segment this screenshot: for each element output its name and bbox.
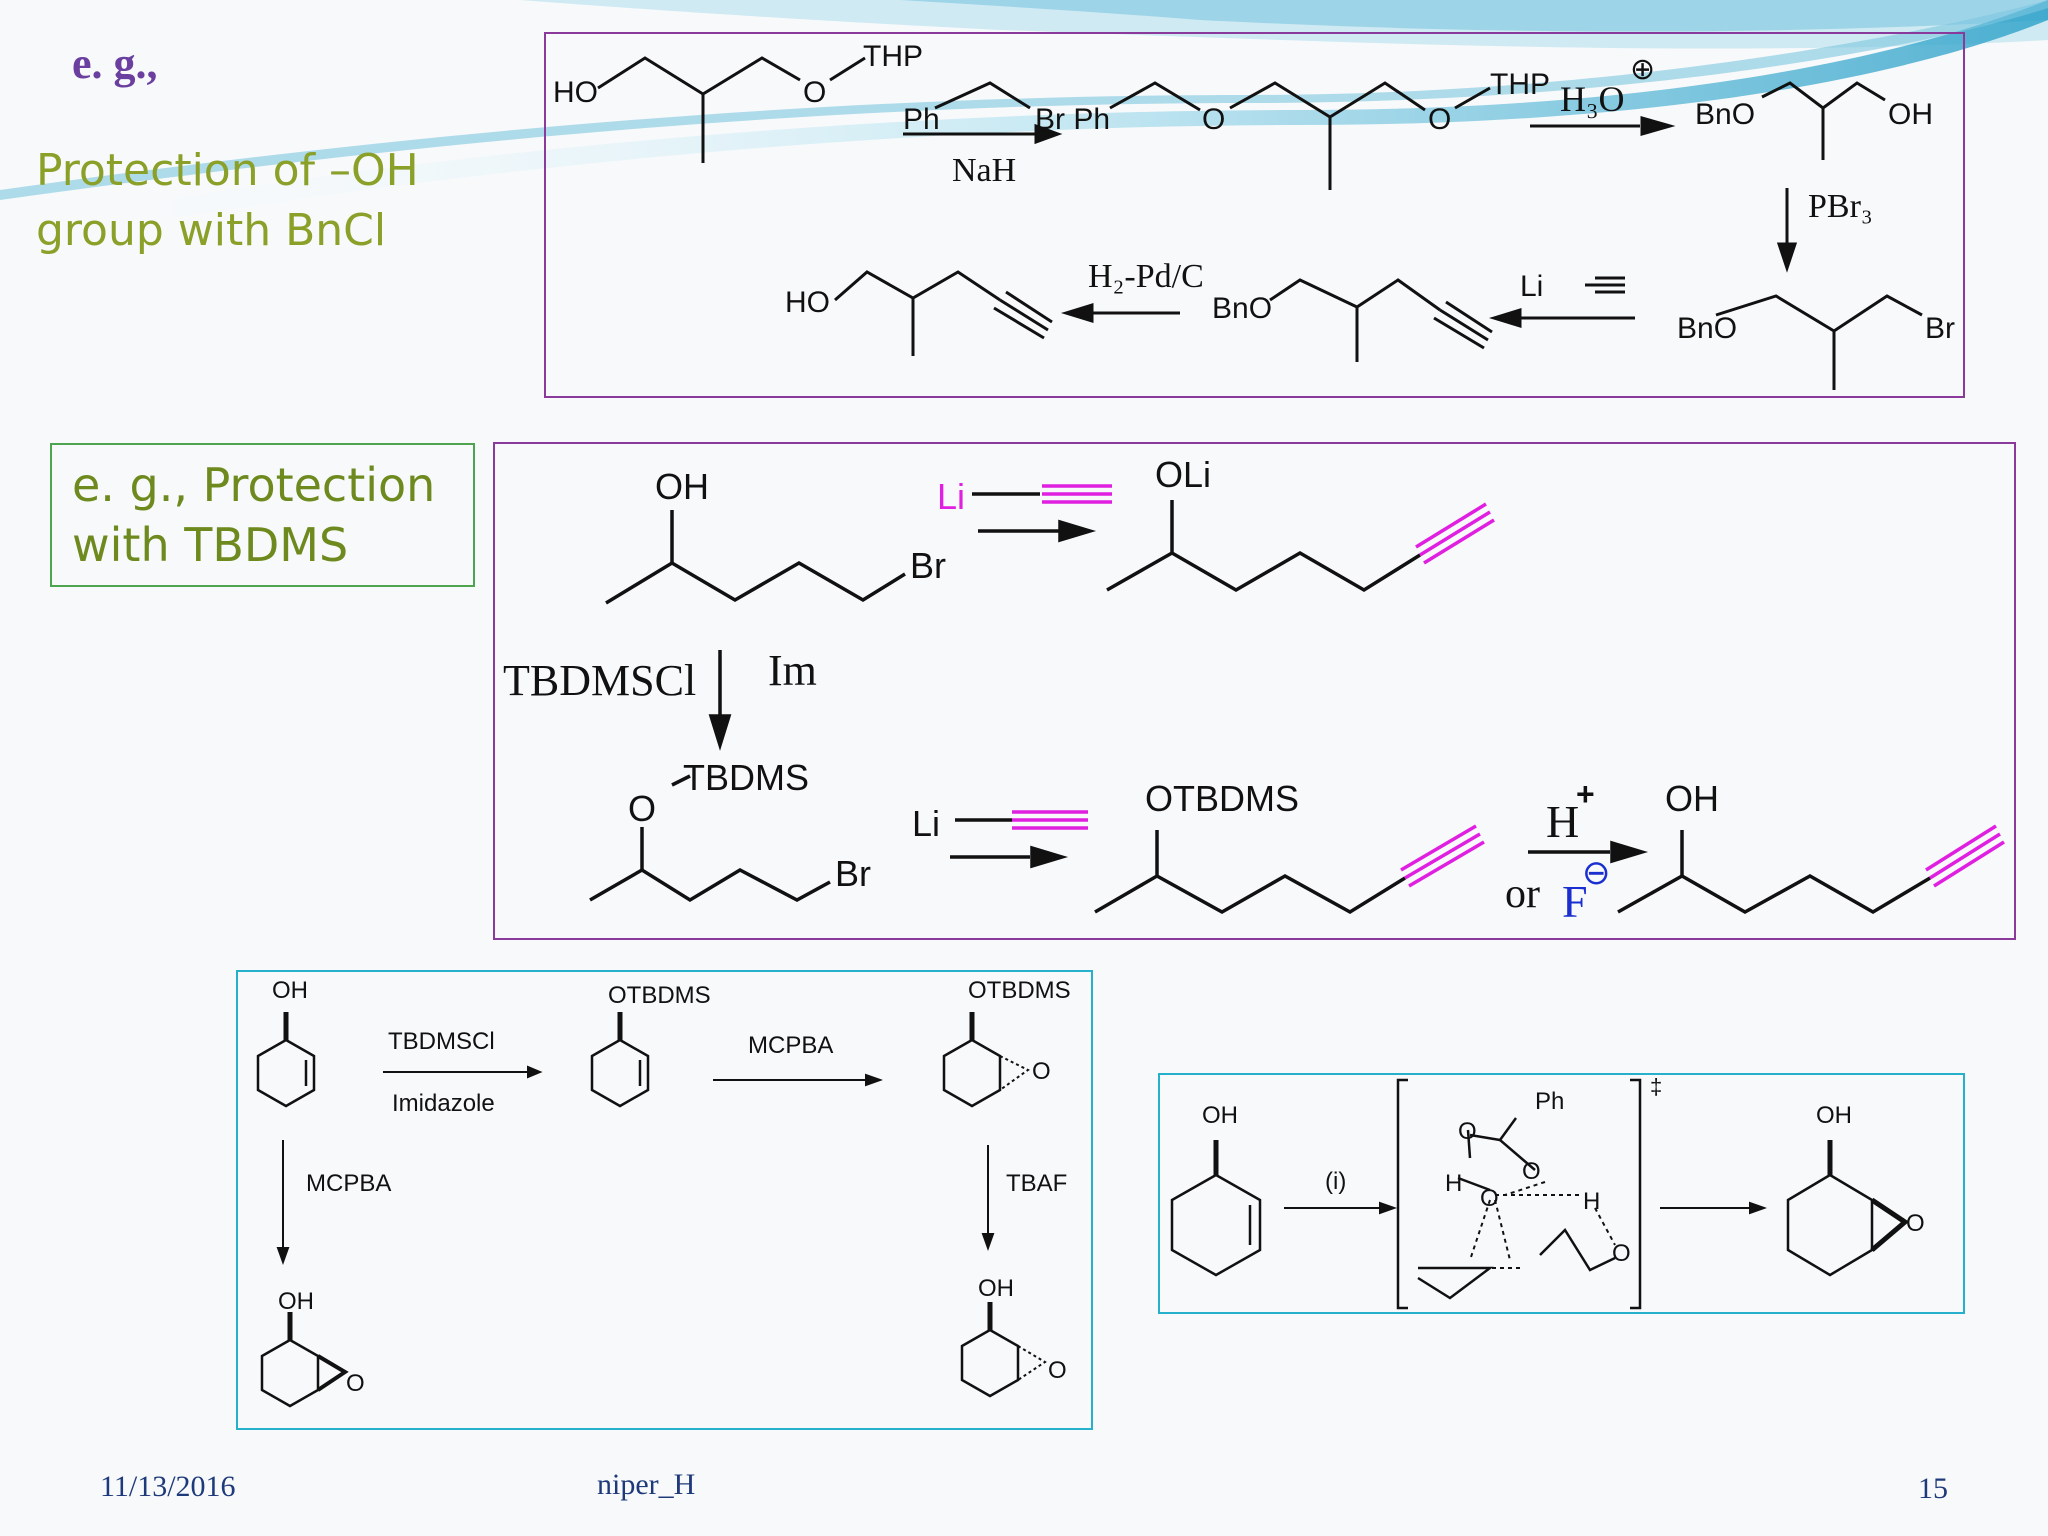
s2-TBDMS-b: TBDMS [683, 757, 809, 798]
s2-or: or [1505, 871, 1540, 917]
scheme-epoxidation-structures [236, 970, 1093, 1430]
s4-O-c: O [1480, 1185, 1499, 1212]
s2-Li-b: Li [912, 803, 941, 844]
s2-Im: Im [768, 646, 817, 695]
s1-O3: O [1428, 103, 1452, 136]
s3-MCPBA1: MCPBA [748, 1032, 834, 1059]
scheme-bn-protection [0, 0, 2048, 400]
s1-OH1: OH [1888, 98, 1933, 131]
tbdms-caption-line2: with TBDMS [72, 518, 349, 572]
s1-BnO1: BnO [1695, 98, 1756, 131]
s2-Li-a: Li [937, 476, 966, 517]
s2-O-b: O [628, 788, 657, 829]
scheme-tbdms-structures [493, 442, 2016, 940]
s1-O2: O [1202, 103, 1226, 136]
s2-F: F [1562, 876, 1588, 927]
s3-TBAF: TBAF [1006, 1170, 1068, 1197]
s1-H2PdC: H₂-Pd/C [1088, 258, 1204, 295]
s3-O-ep2: O [346, 1370, 365, 1397]
s1-Li: Li [1520, 270, 1544, 303]
s3-MCPBA2: MCPBA [306, 1170, 392, 1197]
s4-O-a: O [1458, 1118, 1477, 1145]
s4-cond: (i) [1325, 1168, 1347, 1195]
footer-author: niper_H [597, 1468, 696, 1501]
footer-page-number: 15 [1918, 1472, 1948, 1505]
s4-dagger: ‡ [1650, 1074, 1663, 1099]
s1-THP2: THP [1490, 68, 1550, 101]
s3-OTBDMS1: OTBDMS [608, 982, 711, 1009]
s1-O1: O [803, 76, 827, 109]
scheme-cyclohexenol-epoxidation [236, 970, 1093, 1430]
s3-Imidazole: Imidazole [392, 1090, 495, 1117]
heading-eg: e. g., [72, 39, 158, 88]
s4-H-b: H [1583, 1188, 1601, 1215]
s4-H-a: H [1445, 1170, 1463, 1197]
s1-Br: Br [1925, 312, 1955, 345]
s2-Hplus: H [1546, 796, 1580, 847]
s3-OH2: OH [278, 1288, 314, 1315]
s1-plus: ⊕ [1630, 53, 1656, 86]
s2-OLi: OLi [1155, 454, 1212, 495]
s4-O-d: O [1612, 1240, 1631, 1267]
s1-THP1: THP [863, 40, 923, 73]
s1-PBr3: PBr₃ [1808, 188, 1873, 225]
s4-O-ep: O [1906, 1210, 1925, 1237]
s3-O-ep1: O [1032, 1058, 1051, 1085]
s2-Br-b: Br [835, 853, 871, 894]
s3-OH3: OH [978, 1275, 1014, 1302]
s3-TBDMSCl: TBDMSCl [388, 1028, 495, 1055]
s2-minus: ⊖ [1582, 854, 1611, 892]
s2-plus-sup: + [1576, 776, 1595, 812]
s1-HO: HO [553, 76, 598, 109]
tbdms-caption-line1: e. g., Protection [72, 458, 436, 512]
s2-OTBDMS: OTBDMS [1145, 778, 1300, 819]
s3-OH1: OH [272, 977, 308, 1004]
s4-OH1: OH [1202, 1102, 1238, 1129]
s4-OH2: OH [1816, 1102, 1852, 1129]
s2-Br-a: Br [910, 545, 946, 586]
scheme-tbdms-protection [493, 442, 2016, 940]
caption-bn-line2: group with BnCl [36, 205, 387, 256]
s1-NaH: NaH [952, 152, 1017, 189]
s1-BrPh: Br Ph [1035, 103, 1111, 136]
s3-O-ep3: O [1048, 1357, 1067, 1384]
background-swoosh [0, 0, 2048, 250]
s2-OH-a: OH [655, 466, 709, 507]
caption-bn-line1: Protection of –OH [36, 145, 419, 196]
s1-Ph1: Ph [903, 103, 940, 136]
s1-BnO2: BnO [1677, 312, 1738, 345]
scheme-bn-structures [544, 32, 1965, 398]
scheme-directed-epoxidation [1158, 1073, 1965, 1314]
s4-O-b: O [1522, 1158, 1541, 1185]
s1-HO2: HO [785, 286, 830, 319]
s1-BnO3: BnO [1212, 292, 1273, 325]
s1-H3O: H₃O [1560, 79, 1625, 119]
s3-OTBDMS2: OTBDMS [968, 977, 1071, 1004]
footer-date: 11/13/2016 [100, 1470, 236, 1503]
s4-Ph: Ph [1535, 1088, 1565, 1115]
tbdms-caption-box: e. g., Protection with TBDMS [50, 443, 475, 587]
scheme-transition-state-structures [1158, 1073, 1965, 1314]
s2-TBDMSCl: TBDMSCl [503, 656, 697, 705]
s2-OH-c: OH [1665, 778, 1719, 819]
